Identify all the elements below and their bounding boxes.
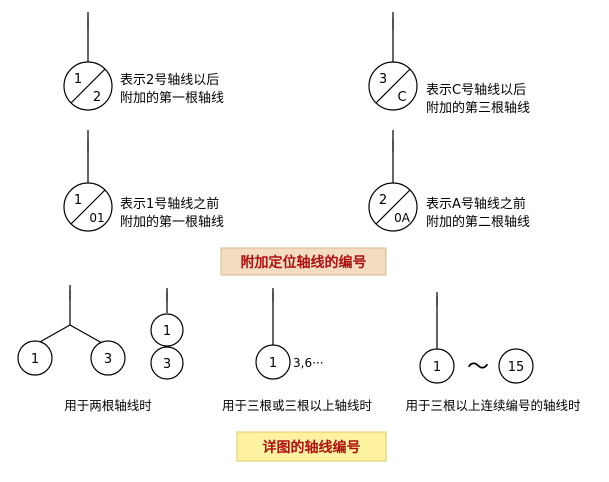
bubble-denominator: 01 xyxy=(89,211,104,225)
axis-bubble-right xyxy=(90,340,126,376)
bubble-number: 1 xyxy=(269,356,277,371)
description-line1: 表示C号轴线以后 xyxy=(426,83,526,98)
bubble-denominator: 0A xyxy=(394,211,411,225)
detail-continuous-axes: 1 〜 15 用于三根以上连续编号的轴线时 xyxy=(405,292,581,413)
banner-box xyxy=(220,247,387,276)
bubble-numerator: 1 xyxy=(74,193,82,208)
banner-detail-axis-numbering: 详图的轴线编号 xyxy=(236,431,387,462)
bubble-number: 3 xyxy=(163,357,171,372)
detail-three-or-more-axes: 1 3,6··· 用于三根或三根以上轴线时 xyxy=(222,288,373,413)
bubble-number: 1 xyxy=(163,324,171,339)
caption-three-or-more-axes: 用于三根或三根以上轴线时 xyxy=(222,398,373,413)
bubble-numerator: 3 xyxy=(379,72,387,87)
axis-bubble-bottom xyxy=(150,346,184,380)
description-line2: 附加的第一根轴线 xyxy=(120,214,224,230)
bubble-divider xyxy=(70,189,106,225)
description-line2: 附加的第三根轴线 xyxy=(426,100,530,116)
symbol-before-axis-a: 2 0A 表示A号轴线之前 附加的第二根轴线 xyxy=(368,130,530,232)
symbol-after-axis-2: 1 2 表示2号轴线以后 附加的第一根轴线 xyxy=(63,12,224,111)
bubble-number: 1 xyxy=(31,352,39,367)
axis-bubble-left xyxy=(17,340,53,376)
symbol-after-axis-c: 3 C 表示C号轴线以后 附加的第三根轴线 xyxy=(368,12,530,116)
axis-bubble-end xyxy=(498,348,534,384)
symbol-before-axis-1: 1 01 表示1号轴线之前 附加的第一根轴线 xyxy=(63,130,224,232)
banner-title: 详图的轴线编号 xyxy=(263,439,361,456)
range-tilde: 〜 xyxy=(467,355,489,380)
description-line2: 附加的第一根轴线 xyxy=(120,90,224,106)
bubble-numerator: 2 xyxy=(379,193,387,208)
bubble-denominator: C xyxy=(397,90,406,105)
detail-two-axes: 1 3 xyxy=(17,285,126,376)
bubble-number: 15 xyxy=(508,360,525,375)
axis-bubble xyxy=(255,344,291,380)
branch-left xyxy=(37,324,71,344)
bubble-number: 3 xyxy=(104,352,112,367)
caption-two-axes: 用于两根轴线时 xyxy=(64,398,152,413)
bubble-divider xyxy=(375,189,411,225)
description-line1: 表示2号轴线以后 xyxy=(120,73,219,88)
detail-stacked-bubbles: 1 3 xyxy=(150,288,184,380)
bubble-divider xyxy=(375,68,411,104)
axis-bubble-start xyxy=(419,348,455,384)
caption-continuous-axes: 用于三根以上连续编号的轴线时 xyxy=(405,398,581,413)
description-line1: 表示A号轴线之前 xyxy=(426,196,526,212)
bubble-numerator: 1 xyxy=(74,72,82,87)
axis-list-text: 3,6··· xyxy=(293,356,324,370)
axis-bubble-top xyxy=(150,313,184,347)
description-line2: 附加的第二根轴线 xyxy=(426,214,530,230)
branch-right xyxy=(69,324,103,344)
bubble-denominator: 2 xyxy=(93,90,101,105)
banner-box xyxy=(236,431,387,462)
bubble-number: 1 xyxy=(433,360,441,375)
bubble-divider xyxy=(70,68,106,104)
banner-title: 附加定位轴线的编号 xyxy=(241,254,367,271)
description-line1: 表示1号轴线之前 xyxy=(120,196,219,212)
banner-additional-axis-numbering: 附加定位轴线的编号 xyxy=(220,247,387,276)
